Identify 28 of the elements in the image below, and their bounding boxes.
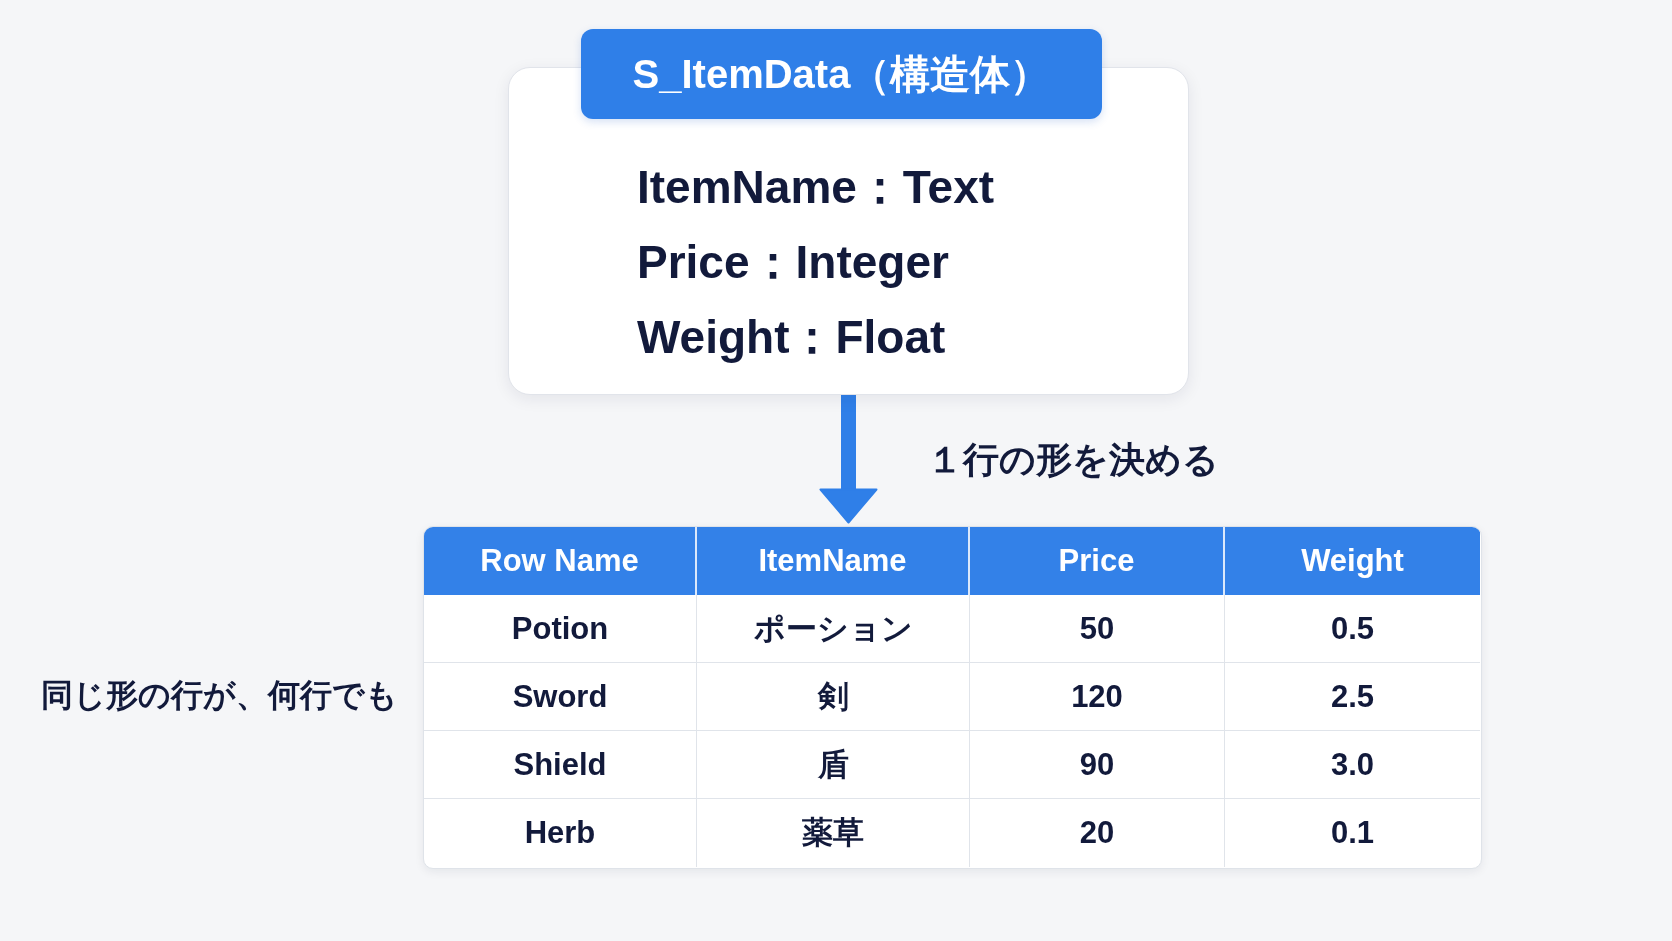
table-cell: Potion [424, 595, 697, 663]
field-text: Weight：Float [637, 310, 946, 365]
table-cell: ポーション [697, 595, 970, 663]
table-cell: 2.5 [1225, 663, 1480, 731]
header-cell: Price [970, 527, 1225, 595]
header-cell: Row Name [424, 527, 697, 595]
arrow [819, 395, 878, 524]
data-table [423, 526, 1482, 869]
table-cell: 120 [970, 663, 1225, 731]
field-text: ItemName：Text [637, 160, 995, 215]
table-cell: 剣 [697, 663, 970, 731]
table-cell: Herb [424, 799, 697, 867]
table-cell-text: 0.1 [1329, 814, 1376, 852]
table-cell: 盾 [697, 731, 970, 799]
table-cell: 90 [970, 731, 1225, 799]
title-tab: S_ItemData（構造体） [581, 29, 1102, 119]
table-cell: 薬草 [697, 799, 970, 867]
field-text: Price：Integer [637, 235, 949, 290]
header-cell: ItemName [697, 527, 970, 595]
table-cell: Shield [424, 731, 697, 799]
side-note: 同じ形の行が、何行でも [41, 676, 398, 715]
table-cell: 50 [970, 595, 1225, 663]
table-cell: Sword [424, 663, 697, 731]
table-cell: 20 [970, 799, 1225, 867]
header-cell: Weight [1225, 527, 1480, 595]
edge-label: １行の形を決める [926, 438, 1219, 482]
table-cell: 0.5 [1225, 595, 1480, 663]
table-cell: 3.0 [1225, 731, 1480, 799]
